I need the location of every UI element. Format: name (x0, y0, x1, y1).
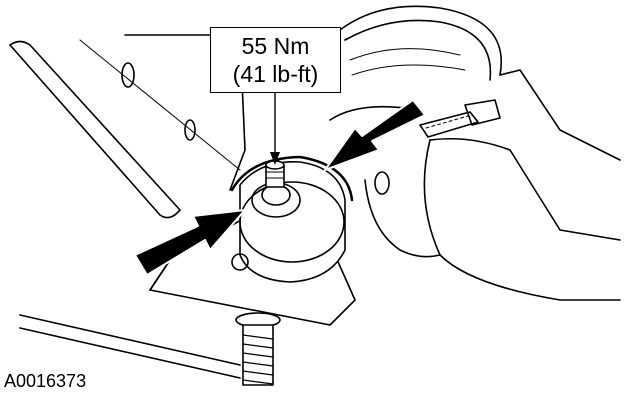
leader-arrowhead (270, 152, 280, 165)
pointer-arrow-right (324, 99, 426, 171)
torque-metric-label: 55 Nm (241, 33, 310, 59)
figure-id: A0016373 (4, 371, 87, 391)
frame-rail (19, 314, 241, 379)
hose-clamp (419, 99, 501, 138)
engine-mount (230, 155, 354, 283)
torque-callout: 55 Nm (41 lb-ft) (210, 27, 341, 93)
engine-housing (329, 5, 621, 301)
torque-imperial-label: (41 lb-ft) (232, 61, 319, 87)
mount-stud (235, 312, 281, 386)
pointer-arrow-left (134, 209, 246, 276)
